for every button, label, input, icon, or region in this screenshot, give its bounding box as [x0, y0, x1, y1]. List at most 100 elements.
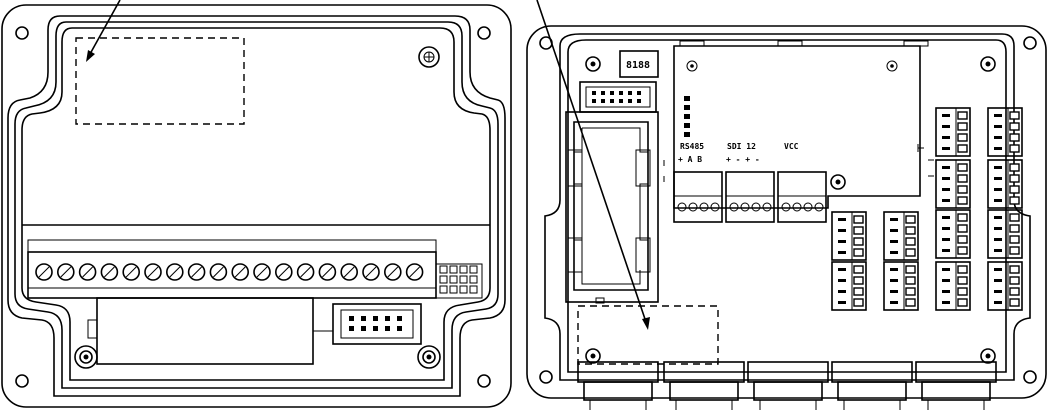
ribbon-pin — [397, 326, 402, 331]
right-screw-bl-center — [590, 353, 596, 359]
terminal-screw-slot — [409, 266, 420, 278]
v-terminal-pin — [1009, 265, 1020, 274]
v-terminal-mark — [942, 114, 950, 117]
v-terminal-mark — [942, 268, 950, 271]
ribbon-pin — [385, 326, 390, 331]
terminal-screw-slot — [343, 266, 355, 278]
ribbon-pin — [385, 316, 390, 321]
jumper-pin — [439, 275, 448, 284]
jumper-pin — [459, 265, 468, 274]
v-terminal-mark — [890, 229, 898, 232]
terminal-screw-slot — [125, 266, 137, 278]
board-terminal-pin — [729, 202, 739, 212]
v-terminal-pin — [1009, 196, 1020, 205]
v-terminal-mark — [942, 290, 950, 293]
battery-holder-ribs — [574, 127, 648, 285]
terminal-screw — [383, 263, 402, 281]
v-terminal-pin — [1009, 163, 1020, 172]
right-enclosure: 8188 — [526, 25, 1047, 410]
v-terminal-mark — [942, 199, 950, 202]
v-terminal-mark — [942, 216, 950, 219]
left-corner-hole-tr — [477, 26, 491, 40]
battery-holder-tab — [595, 297, 605, 304]
v-terminal-pin — [957, 133, 968, 142]
terminal-screw-slot — [322, 266, 333, 278]
board-terminal-pin — [688, 202, 698, 212]
terminal-screw-slot — [60, 266, 72, 278]
header-pin — [601, 91, 605, 95]
jumper-pin — [449, 285, 458, 294]
terminal-screw-slot — [365, 266, 377, 278]
board-terminal-pin — [740, 202, 750, 212]
left-corner-hole-tl — [15, 26, 29, 40]
jumper-pin — [469, 265, 478, 274]
v-terminal-pin — [853, 298, 864, 307]
left-leader-line — [89, 0, 121, 55]
gland-stem — [675, 400, 733, 410]
right-screw-bl-outer — [585, 348, 601, 364]
v-terminal-block — [935, 159, 971, 209]
v-terminal-mark — [994, 147, 1002, 150]
terminal-screw — [231, 263, 249, 281]
terminal-screw — [57, 263, 75, 281]
jumper-pin — [449, 265, 458, 274]
header-pin — [592, 91, 596, 95]
v-terminal-pin — [905, 215, 916, 224]
right-screw-tr — [980, 56, 996, 72]
v-terminal-pin — [1009, 276, 1020, 285]
cable-glands — [577, 361, 997, 410]
gland-stem — [927, 400, 985, 410]
v-terminal-pin — [1009, 174, 1020, 183]
gland-cap — [837, 381, 907, 401]
ribbon-pin — [397, 316, 402, 321]
v-terminal-block — [935, 261, 971, 311]
terminal-screw — [187, 263, 206, 281]
terminal-screw — [318, 263, 337, 281]
vcc-label: VCC — [784, 142, 799, 151]
left-bottom-screw-l — [74, 345, 98, 369]
right-screw-tl — [585, 56, 601, 72]
jumper-pin — [469, 285, 478, 294]
board-terminal-pin — [762, 202, 772, 212]
v-terminal-mark — [942, 238, 950, 241]
v-terminal-pin — [1009, 287, 1020, 296]
v-terminal-mark — [942, 136, 950, 139]
v-terminal-pin — [853, 287, 864, 296]
v-terminal-pin — [905, 265, 916, 274]
board-terminals — [673, 171, 827, 223]
right-screw-br-center — [985, 353, 991, 359]
terminal-screw-slot — [234, 266, 246, 278]
v-terminal-pin — [957, 111, 968, 120]
header-pin — [637, 91, 641, 95]
board-terminal-pin — [814, 202, 824, 212]
right-screw-tl-center — [590, 61, 596, 67]
v-terminal-pin — [957, 122, 968, 131]
header-pin — [637, 99, 641, 103]
v-terminal-mark — [942, 147, 950, 150]
v-terminal-block — [987, 209, 1023, 259]
terminal-screw-slot — [278, 266, 290, 278]
right-corner-hole-br — [1023, 370, 1037, 384]
led-pad-5 — [684, 132, 690, 137]
header-pin — [610, 91, 614, 95]
right-screw-br-outer — [980, 348, 996, 364]
left-enclosure — [1, 4, 512, 408]
v-terminal-mark — [838, 301, 846, 304]
v-terminal-mark — [994, 136, 1002, 139]
terminal-screw — [100, 263, 119, 281]
v-terminal-mark — [942, 301, 950, 304]
terminal-screw — [253, 263, 271, 281]
board-terminal — [777, 171, 827, 223]
ribbon-pin — [349, 326, 354, 331]
terminal-screw-slot — [387, 266, 399, 278]
v-terminal-pin — [957, 235, 968, 244]
board-terminal-pin — [792, 202, 802, 212]
left-inner-flange — [7, 15, 506, 397]
v-terminal-pin — [853, 276, 864, 285]
v-terminal-block — [987, 159, 1023, 209]
v-terminal-mark — [890, 290, 898, 293]
v-terminal-mark — [994, 199, 1002, 202]
v-terminal-block — [987, 261, 1023, 311]
